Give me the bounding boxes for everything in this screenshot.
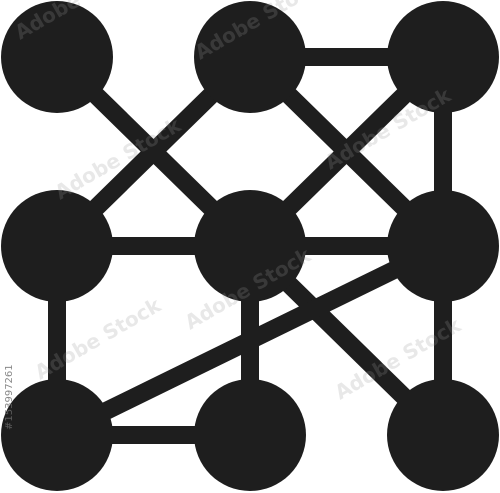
node-n8 bbox=[1, 379, 113, 491]
edge-n6-n8 bbox=[53, 237, 447, 444]
node-n2 bbox=[194, 1, 306, 113]
node-n5 bbox=[194, 190, 306, 302]
node-n3 bbox=[387, 1, 499, 113]
node-n1 bbox=[1, 1, 113, 113]
node-n9 bbox=[387, 379, 499, 491]
node-n6 bbox=[387, 190, 499, 302]
node-n7 bbox=[194, 379, 306, 491]
stock-id-text: #153997261 bbox=[4, 364, 15, 430]
node-n4 bbox=[1, 190, 113, 302]
